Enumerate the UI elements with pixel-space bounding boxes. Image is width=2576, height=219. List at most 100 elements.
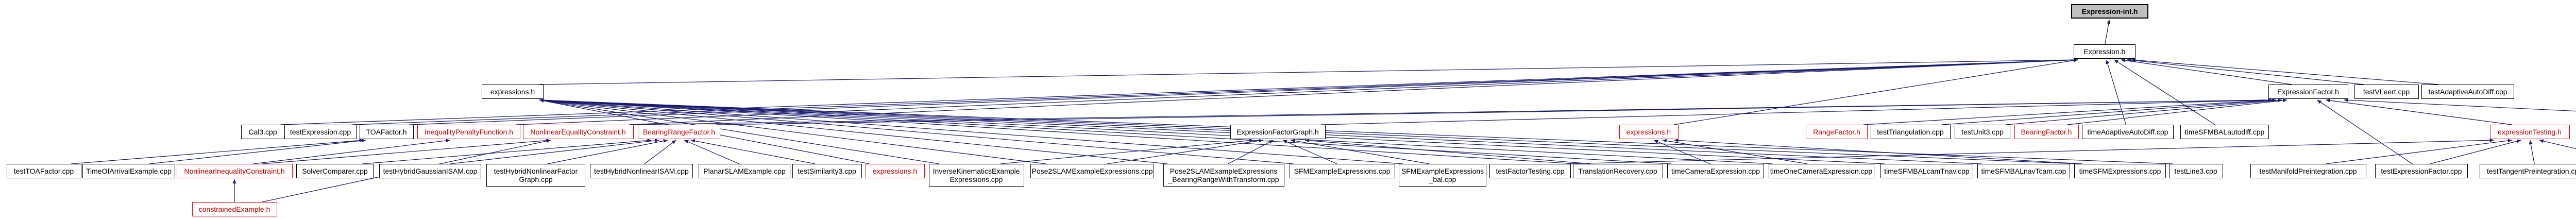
- include-edge-pose2slam_bearingrange--slam_expressions: [539, 98, 1167, 164]
- include-edge-time_one_camera_expression--slam_expressions: [539, 98, 1773, 164]
- graph-node-time_sfmbal_cam_t_nav[interactable]: timeSFMBALcamTnav.cpp: [1880, 164, 1973, 178]
- include-edge-nonlinear_equality--expression_factor: [629, 98, 2273, 125]
- graph-node-test_factor_testing[interactable]: testFactorTesting.cpp: [1489, 164, 1571, 178]
- graph-node-label: Pose2SLAMExampleExpressions: [1170, 166, 1278, 175]
- graph-node-label: testHybridGaussianISAM.cpp: [383, 166, 478, 175]
- graph-node-nonlinear_equality[interactable]: NonlinearEqualityConstraint.h: [522, 125, 634, 139]
- graph-node-label: expressions.h: [1626, 127, 1671, 136]
- include-edge-test_expression_factor--expression_testing: [2430, 139, 2521, 164]
- graph-node-time_camera_expression[interactable]: timeCameraExpression.cpp: [1667, 164, 1764, 178]
- include-edge-sfm_example_bal--slam_expressions: [539, 98, 1403, 164]
- graph-node-time_adaptive_autodiff[interactable]: timeAdaptiveAutoDiff.cpp: [2082, 125, 2174, 139]
- graph-node-test_hybrid_nonlinear_isam[interactable]: testHybridNonlinearISAM.cpp: [590, 164, 693, 178]
- graph-node-test_adaptive_autodiff[interactable]: testAdaptiveAutoDiff.cpp: [2421, 85, 2514, 99]
- graph-node-unstable_expressions[interactable]: expressions.h: [865, 164, 925, 178]
- graph-node-toa_factor[interactable]: TOAFactor.h: [359, 125, 414, 139]
- include-edge-time_of_arrival--toa_factor: [149, 139, 366, 164]
- graph-node-pose2slam_expressions[interactable]: Pose2SLAMExampleExpressions.cpp: [1030, 164, 1154, 178]
- graph-node-sfm_example_expressions[interactable]: SFMExampleExpressions.cpp: [1289, 164, 1395, 178]
- graph-node-label: SFMExampleExpressions.cpp: [1294, 166, 1391, 175]
- graph-node-test_manifold_preintegration[interactable]: testManifoldPreintegration.cpp: [2250, 164, 2366, 178]
- graph-node-time_of_arrival[interactable]: TimeOfArrivalExample.cpp: [82, 164, 175, 178]
- include-edge-test_triangulation--expression_factor: [1942, 98, 2277, 125]
- graph-node-test_toa_factor[interactable]: testTOAFactor.cpp: [6, 164, 81, 178]
- graph-node-test_expression[interactable]: testExpression.cpp: [284, 125, 357, 139]
- graph-node-test_vleert[interactable]: testVLeert.cpp: [2354, 85, 2419, 99]
- include-edge-nonlinear_equality--expression_h: [629, 58, 2078, 125]
- graph-node-range_factor[interactable]: RangeFactor.h: [1806, 125, 1868, 139]
- graph-node-solver_comparer[interactable]: SolverComparer.cpp: [296, 164, 374, 178]
- include-edge-nl_expressions--expression_h: [1674, 58, 2078, 125]
- graph-node-label: testManifoldPreintegration.cpp: [2259, 166, 2357, 175]
- graph-node-sfm_example_bal[interactable]: SFMExampleExpressions_bal.cpp: [1399, 164, 1486, 187]
- graph-node-label: timeAdaptiveAutoDiff.cpp: [2087, 127, 2168, 136]
- include-edge-slam_expressions--expression_h: [539, 58, 2078, 85]
- graph-node-expression_factor[interactable]: ExpressionFactor.h: [2268, 85, 2348, 99]
- include-edge-nonlinear_inequality--nonlinear_equality: [262, 139, 551, 164]
- include-edge-bearing_factor--expression_factor: [2067, 98, 2287, 125]
- graph-node-expression_testing[interactable]: expressionTesting.h: [2489, 125, 2570, 139]
- graph-node-pose2slam_bearingrange[interactable]: Pose2SLAMExampleExpressions_BearingRange…: [1163, 164, 1284, 187]
- graph-node-translation_recovery[interactable]: TranslationRecovery.cpp: [1572, 164, 1663, 178]
- graph-node-cal3[interactable]: Cal3.cpp: [241, 125, 285, 139]
- graph-node-nonlinear_inequality[interactable]: NonlinearInequalityConstraint.h: [176, 164, 293, 178]
- graph-node-label: RangeFactor.h: [1813, 127, 1860, 136]
- include-edge-time_sfmbal_autodiff--expression_h: [2114, 59, 2215, 125]
- include-edge-solver_comparer--bearing_range_factor: [362, 139, 652, 164]
- graph-node-test_hybrid_gaussian_isam[interactable]: testHybridGaussianISAM.cpp: [379, 164, 481, 178]
- graph-node-constrained_example[interactable]: constrainedExample.h: [192, 202, 277, 216]
- graph-node-expression_factor_graph[interactable]: ExpressionFactorGraph.h: [1230, 125, 1326, 139]
- graph-node-label: PlanarSLAMExample.cpp: [703, 166, 786, 175]
- graph-node-label: testTOAFactor.cpp: [13, 166, 74, 175]
- graph-node-test_similarity3[interactable]: testSimilarity3.cpp: [792, 164, 862, 178]
- graph-node-bearing_range_factor[interactable]: BearingRangeFactor.h: [638, 125, 720, 139]
- include-edge-test_expression_factor--expression_factor: [2317, 99, 2413, 164]
- include-edge-nonlinear_inequality--inequality_penalty: [253, 139, 450, 164]
- graph-node-time_sfmbal_nav_t_cam[interactable]: timeSFMBALnavTcam.cpp: [1977, 164, 2070, 178]
- include-edge-planar_slam--bearing_range_factor: [684, 140, 740, 164]
- include-edge-test_unit3--expression_factor: [2006, 98, 2282, 125]
- include-edge-expression_h--expression_inl: [2105, 19, 2111, 45]
- graph-node-label: timeSFMBALcamTnav.cpp: [1884, 166, 1970, 175]
- graph-node-test_expression_factor[interactable]: testExpressionFactor.cpp: [2375, 164, 2468, 178]
- include-edge-test_hybrid_gaussian_isam--bearing_range_factor: [450, 139, 659, 164]
- graph-node-label: SFMExampleExpressions: [1401, 166, 1484, 175]
- include-edge-sfm_example_expressions--expression_factor_graph: [1282, 140, 1337, 164]
- include-edge-test_toa_factor--toa_factor: [71, 139, 364, 164]
- graph-node-label: testTriangulation.cpp: [1877, 127, 1944, 136]
- graph-node-time_sfmbal_autodiff[interactable]: timeSFMBALautodiff.cpp: [2180, 125, 2269, 139]
- include-edge-expression_factor--expression_h: [2121, 58, 2292, 85]
- graph-node-nl_expressions[interactable]: expressions.h: [1619, 125, 1679, 139]
- graph-node-test_triangulation[interactable]: testTriangulation.cpp: [1870, 125, 1951, 139]
- graph-node-expression_h[interactable]: Expression.h: [2074, 44, 2136, 59]
- graph-node-label: Expression-inl.h: [2081, 7, 2138, 15]
- graph-node-label: TOAFactor.h: [366, 127, 407, 136]
- graph-node-planar_slam[interactable]: PlanarSLAMExample.cpp: [699, 164, 790, 178]
- graph-node-label: BearingRangeFactor.h: [642, 127, 716, 136]
- graph-node-test_unit3[interactable]: testUnit3.cpp: [1955, 125, 2010, 139]
- graph-node-label: Cal3.cpp: [248, 127, 277, 136]
- include-edge-translation_recovery--expression_factor_graph: [1304, 139, 1591, 164]
- include-edge-test_expression--expression_h: [352, 58, 2078, 125]
- graph-node-bearing_factor[interactable]: BearingFactor.h: [2014, 125, 2079, 139]
- include-edge-pose2slam_bearingrange--expression_factor_graph: [1228, 140, 1274, 164]
- graph-node-slam_expressions[interactable]: expressions.h: [482, 85, 544, 99]
- graph-node-label: timeSFMBALautodiff.cpp: [2184, 127, 2265, 136]
- graph-node-label: testTangentPreintegration.cpp: [2486, 166, 2576, 175]
- graph-node-label: BearingFactor.h: [2021, 127, 2072, 136]
- include-edge-test_adaptive_autodiff--expression_h: [2131, 58, 2439, 85]
- include-edge-time_camera_expression--nl_expressions: [1654, 140, 1710, 164]
- graph-node-label: Graph.cpp: [519, 175, 553, 183]
- include-edge-test_triangulation_factor--expression_factor: [2344, 98, 2576, 112]
- include-edge-test_tangent_preintegration--expression_testing: [2529, 140, 2535, 164]
- graph-node-inequality_penalty[interactable]: InequalityPenaltyFunction.h: [417, 125, 520, 139]
- graph-node-test_tangent_preintegration[interactable]: testTangentPreintegration.cpp: [2479, 164, 2576, 178]
- graph-node-time_sfm_expressions[interactable]: timeSFMExpressions.cpp: [2074, 164, 2166, 178]
- graph-node-time_one_camera_expression[interactable]: timeOneCameraExpression.cpp: [1768, 164, 1874, 178]
- graph-node-expression_inl[interactable]: Expression-inl.h: [2071, 4, 2148, 19]
- include-edge-sfm_example_expressions--slam_expressions: [539, 98, 1294, 164]
- graph-node-test_line3[interactable]: testLine3.cpp: [2168, 164, 2223, 178]
